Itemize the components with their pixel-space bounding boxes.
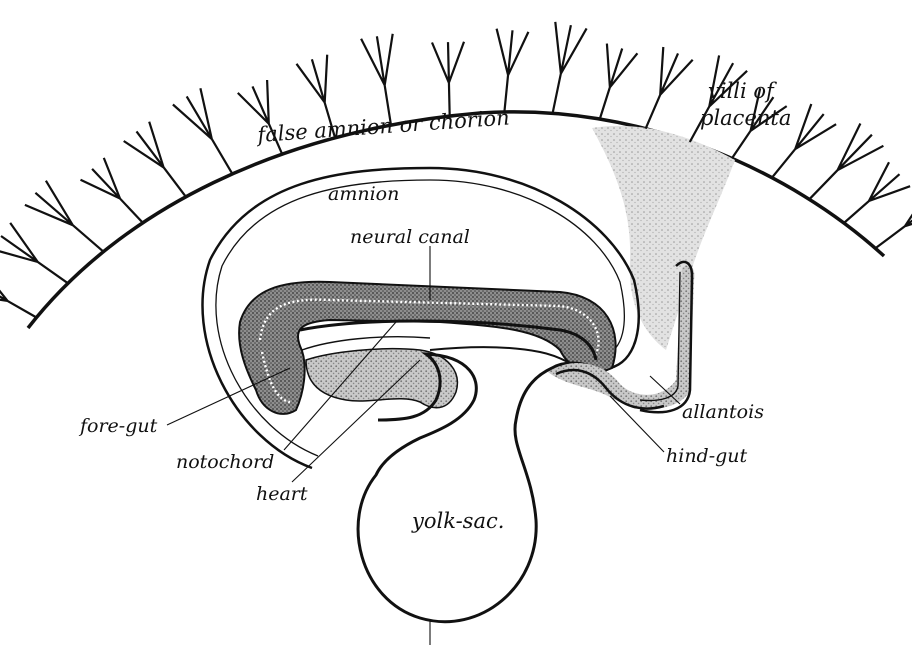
villus-branch (173, 88, 233, 174)
villus-branch (124, 122, 186, 197)
villus-branch (497, 29, 529, 112)
villus-branch (600, 44, 638, 119)
villus-branch (25, 181, 104, 252)
label-allantois: allantois (682, 401, 764, 423)
label-hind-gut: hind-gut (666, 445, 748, 467)
fore-gut-wall (302, 337, 430, 350)
label-fore-gut: fore-gut (78, 415, 158, 437)
villus-branch (844, 162, 910, 223)
villus-branch (553, 22, 587, 113)
label-heart: heart (256, 483, 308, 505)
label-villi-line2: placenta (700, 106, 791, 130)
label-villi-line1: villi of (708, 79, 777, 103)
label-notochord: notochord (176, 451, 274, 473)
label-yolk-sac: yolk-sac. (411, 509, 504, 533)
label-amnion: amnion (328, 183, 399, 205)
villus-branch (646, 47, 693, 129)
label-chorion: false amnion or chorion (255, 105, 511, 147)
villus-branch (361, 34, 393, 125)
villus-branch (81, 158, 143, 223)
villus-branch (0, 223, 68, 283)
placenta-region (592, 126, 735, 350)
villus-branch (432, 42, 464, 116)
label-neural-canal: neural canal (350, 226, 470, 248)
villus-branch (0, 267, 37, 318)
